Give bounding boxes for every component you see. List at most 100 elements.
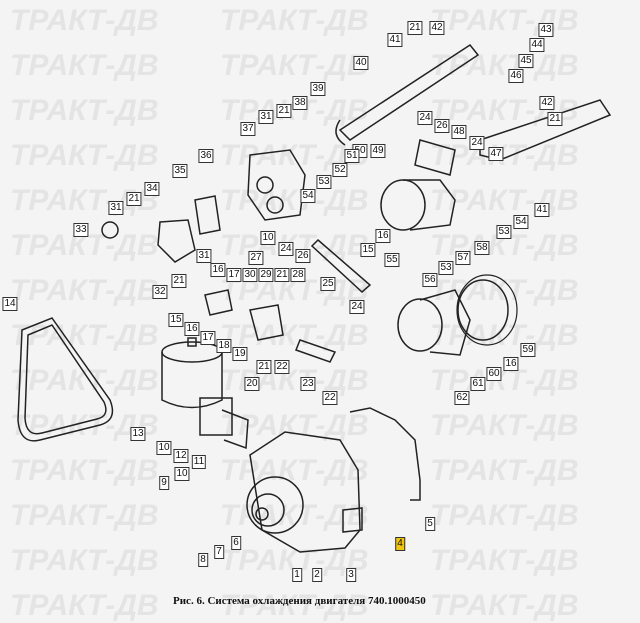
watermark-text: ТРАКТ-ДВ: [220, 229, 369, 262]
callout-label-24[interactable]: 24: [278, 242, 294, 256]
callout-label-14[interactable]: 14: [2, 297, 18, 311]
callout-label-16[interactable]: 16: [503, 357, 519, 371]
callout-label-32[interactable]: 32: [152, 285, 168, 299]
callout-label-24[interactable]: 24: [469, 136, 485, 150]
callout-label-42[interactable]: 42: [539, 96, 555, 110]
callout-label-48[interactable]: 48: [451, 125, 467, 139]
callout-label-52[interactable]: 52: [332, 163, 348, 177]
watermark-text: ТРАКТ-ДВ: [10, 49, 159, 82]
callout-label-21[interactable]: 21: [274, 268, 290, 282]
callout-label-31[interactable]: 31: [108, 201, 124, 215]
callout-label-31[interactable]: 31: [258, 110, 274, 124]
callout-label-17[interactable]: 17: [226, 268, 242, 282]
callout-label-24[interactable]: 24: [349, 300, 365, 314]
callout-label-58[interactable]: 58: [474, 241, 490, 255]
callout-label-57[interactable]: 57: [455, 251, 471, 265]
watermark-text: ТРАКТ-ДВ: [430, 409, 579, 442]
callout-label-34[interactable]: 34: [144, 182, 160, 196]
callout-label-21[interactable]: 21: [276, 104, 292, 118]
callout-label-7[interactable]: 7: [214, 545, 224, 559]
callout-label-41[interactable]: 41: [534, 203, 550, 217]
callout-label-12[interactable]: 12: [173, 449, 189, 463]
callout-label-43[interactable]: 43: [538, 23, 554, 37]
callout-label-26[interactable]: 26: [434, 119, 450, 133]
callout-label-5[interactable]: 5: [425, 517, 435, 531]
callout-label-18[interactable]: 18: [216, 339, 232, 353]
callout-label-37[interactable]: 37: [240, 122, 256, 136]
callout-label-40[interactable]: 40: [353, 56, 369, 70]
callout-label-21[interactable]: 21: [126, 192, 142, 206]
callout-label-41[interactable]: 41: [387, 33, 403, 47]
callout-label-61[interactable]: 61: [470, 377, 486, 391]
callout-label-9[interactable]: 9: [159, 476, 169, 490]
callout-label-49[interactable]: 49: [370, 144, 386, 158]
callout-label-46[interactable]: 46: [508, 69, 524, 83]
callout-label-42[interactable]: 42: [429, 21, 445, 35]
callout-label-44[interactable]: 44: [529, 38, 545, 52]
watermark-text: ТРАКТ-ДВ: [220, 4, 369, 37]
callout-label-53[interactable]: 53: [496, 225, 512, 239]
callout-label-22[interactable]: 22: [322, 391, 338, 405]
watermark-text: ТРАКТ-ДВ: [10, 499, 159, 532]
callout-label-19[interactable]: 19: [232, 347, 248, 361]
callout-label-21[interactable]: 21: [407, 21, 423, 35]
callout-label-2[interactable]: 2: [312, 568, 322, 582]
callout-label-21[interactable]: 21: [171, 274, 187, 288]
callout-label-54[interactable]: 54: [300, 189, 316, 203]
callout-label-10[interactable]: 10: [260, 231, 276, 245]
callout-label-17[interactable]: 17: [200, 331, 216, 345]
callout-label-53[interactable]: 53: [316, 175, 332, 189]
callout-label-16[interactable]: 16: [375, 229, 391, 243]
callout-label-15[interactable]: 15: [360, 243, 376, 257]
callout-label-38[interactable]: 38: [292, 96, 308, 110]
callout-label-39[interactable]: 39: [310, 82, 326, 96]
callout-label-27[interactable]: 27: [248, 251, 264, 265]
callout-label-10[interactable]: 10: [174, 467, 190, 481]
callout-label-60[interactable]: 60: [486, 367, 502, 381]
callout-label-55[interactable]: 55: [384, 253, 400, 267]
callout-label-29[interactable]: 29: [258, 268, 274, 282]
watermark-text: ТРАКТ-ДВ: [220, 49, 369, 82]
compressor-unit: [380, 179, 509, 356]
callout-label-30[interactable]: 30: [242, 268, 258, 282]
callout-label-21[interactable]: 21: [547, 112, 563, 126]
callout-label-21[interactable]: 21: [256, 360, 272, 374]
callout-label-16[interactable]: 16: [184, 322, 200, 336]
callout-label-36[interactable]: 36: [198, 149, 214, 163]
callout-label-47[interactable]: 47: [488, 147, 504, 161]
watermark-text: ТРАКТ-ДВ: [10, 139, 159, 172]
callout-label-13[interactable]: 13: [130, 427, 146, 441]
water-pump-housing: [246, 431, 363, 553]
coolant-pipes: [295, 43, 612, 363]
callout-label-8[interactable]: 8: [198, 553, 208, 567]
callout-label-25[interactable]: 25: [320, 277, 336, 291]
callout-label-53[interactable]: 53: [438, 261, 454, 275]
callout-label-20[interactable]: 20: [244, 377, 260, 391]
callout-label-59[interactable]: 59: [520, 343, 536, 357]
callout-label-4[interactable]: 4: [395, 537, 405, 551]
watermark-text: ТРАКТ-ДВ: [10, 364, 159, 397]
callout-label-33[interactable]: 33: [73, 223, 89, 237]
callout-label-54[interactable]: 54: [513, 215, 529, 229]
watermark-text: ТРАКТ-ДВ: [430, 499, 579, 532]
callout-label-51[interactable]: 51: [344, 149, 360, 163]
callout-label-24[interactable]: 24: [417, 111, 433, 125]
callout-label-26[interactable]: 26: [295, 249, 311, 263]
callout-label-35[interactable]: 35: [172, 164, 188, 178]
callout-label-3[interactable]: 3: [346, 568, 356, 582]
callout-label-23[interactable]: 23: [300, 377, 316, 391]
callout-label-16[interactable]: 16: [210, 263, 226, 277]
callout-label-31[interactable]: 31: [196, 249, 212, 263]
watermark-text: ТРАКТ-ДВ: [220, 409, 369, 442]
callout-label-28[interactable]: 28: [290, 268, 306, 282]
callout-label-10[interactable]: 10: [156, 441, 172, 455]
callout-label-11[interactable]: 11: [191, 455, 207, 469]
callout-label-62[interactable]: 62: [454, 391, 470, 405]
callout-label-22[interactable]: 22: [274, 360, 290, 374]
callout-label-6[interactable]: 6: [231, 536, 241, 550]
callout-label-45[interactable]: 45: [518, 54, 534, 68]
callout-label-1[interactable]: 1: [292, 568, 302, 582]
callout-label-15[interactable]: 15: [168, 313, 184, 327]
callout-label-56[interactable]: 56: [422, 273, 438, 287]
